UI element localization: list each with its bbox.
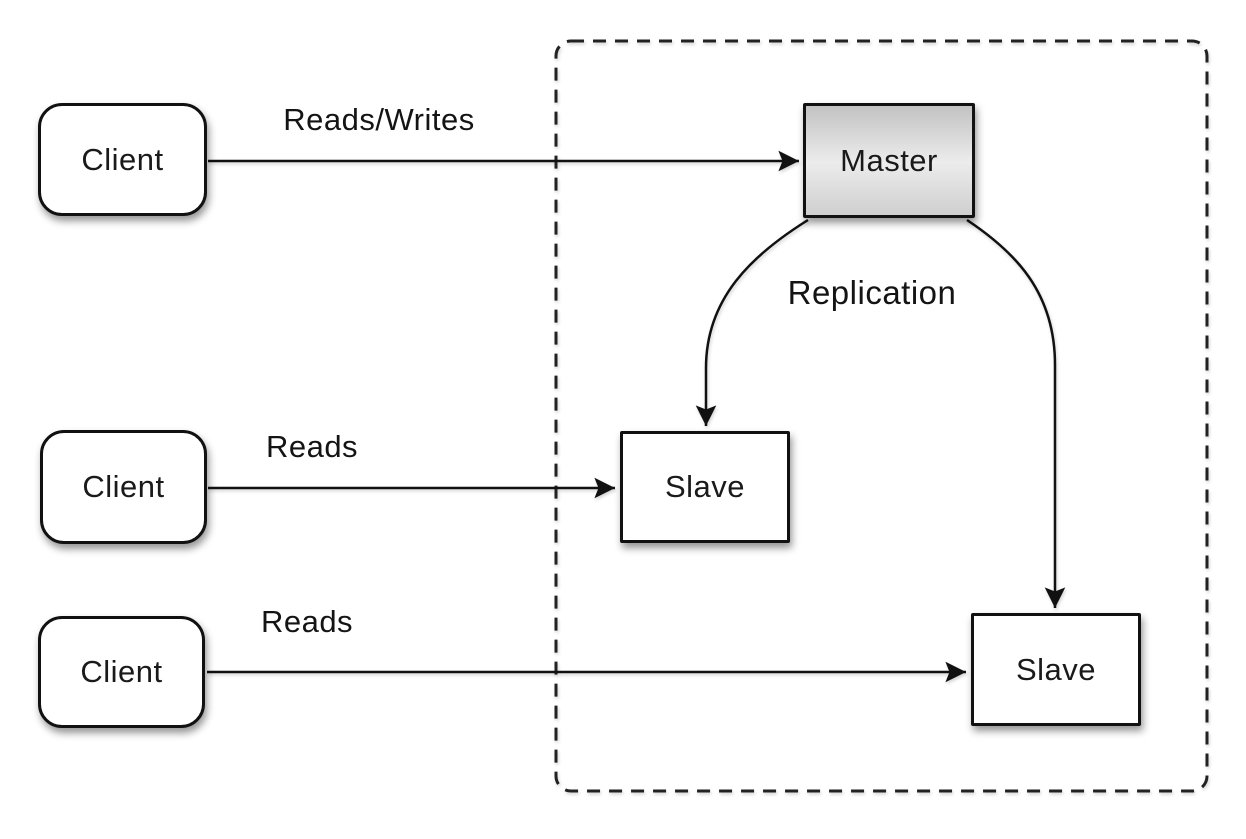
edge-label-reads-bottom: Reads	[260, 604, 354, 639]
node-client-1-label: Client	[81, 141, 164, 177]
node-client-3: Client	[38, 616, 205, 728]
node-master: Master	[803, 103, 975, 218]
edge-label-reads-mid: Reads	[265, 429, 359, 464]
edge-replication-left-arrow	[695, 218, 809, 426]
node-slave-1-label: Slave	[664, 469, 746, 504]
node-slave-1: Slave	[620, 431, 790, 543]
edge-label-replication: Replication	[787, 274, 957, 311]
node-master-label: Master	[840, 142, 938, 178]
edge-replication-right-arrow	[966, 218, 1066, 608]
replication-group-boundary	[554, 39, 1209, 793]
node-slave-2-label: Slave	[1015, 651, 1097, 687]
node-slave-2: Slave	[971, 613, 1141, 726]
node-client-1: Client	[38, 103, 207, 216]
node-client-2-label: Client	[82, 469, 165, 504]
node-client-3-label: Client	[80, 654, 163, 689]
node-client-2: Client	[40, 430, 207, 544]
edge-label-reads-writes: Reads/Writes	[283, 102, 475, 137]
